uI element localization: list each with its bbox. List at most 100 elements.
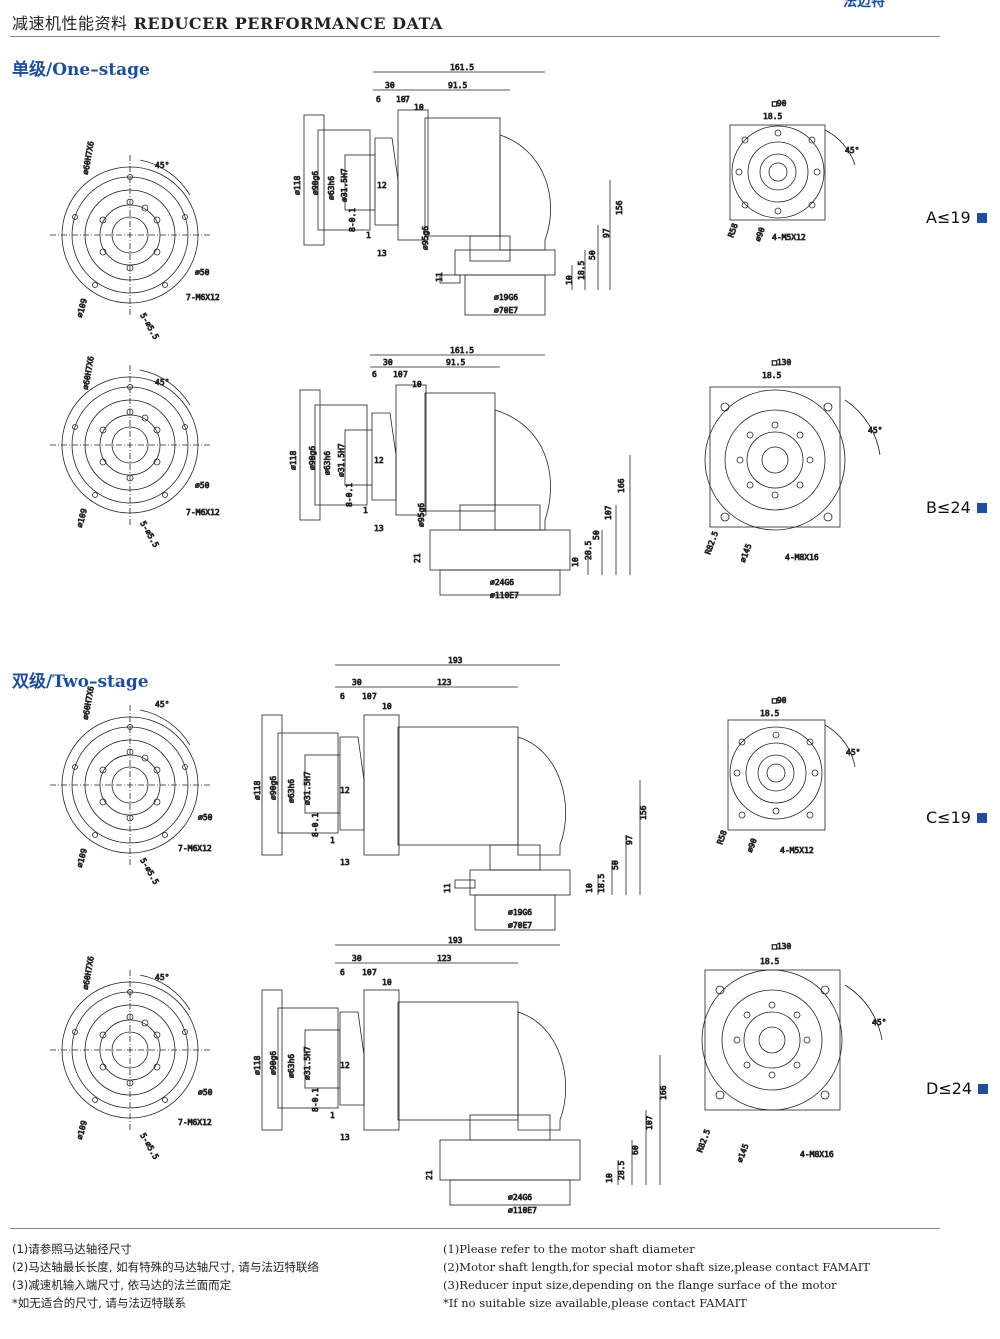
dim-angle: 45°	[155, 161, 169, 170]
model-label-a: A≤19	[926, 208, 987, 227]
dim-b: 91.5	[446, 358, 465, 367]
side-view: 193 30 123 6 10 7 10 ⌀118 ⌀90g6 ⌀63h6 ⌀3…	[253, 936, 669, 1216]
dim-b: 123	[437, 678, 452, 687]
dim-m: 13	[374, 524, 384, 533]
drawing-row-b: ⌀60H7X6 45° ⌀50 ⌀109 7-M6X12 5-⌀5.5 161.…	[50, 346, 883, 600]
dim-e: 7	[372, 968, 377, 977]
dim-t: 10	[565, 275, 574, 285]
dim-r: R58	[715, 829, 728, 846]
dim-d3: ⌀109	[75, 847, 89, 868]
dim-a: 30	[383, 358, 393, 367]
model-text: D≤24	[926, 1079, 973, 1098]
dim-h: ⌀90g6	[269, 776, 278, 800]
drawing-row-c: ⌀60H7X6 45° ⌀50 ⌀109 7-M6X12 5-⌀5.5 193 …	[50, 656, 861, 931]
dim-e: 7	[403, 370, 408, 379]
dim-b: 123	[437, 954, 452, 963]
dim-e: 7	[372, 692, 377, 701]
dim-f: 10	[382, 978, 392, 987]
dim-l: 8-0.1	[345, 483, 354, 507]
dim-o: 1	[330, 1111, 335, 1120]
dim-k: 12	[340, 786, 350, 795]
dim-thread: 4-M8X16	[800, 1150, 834, 1159]
dim-a: 30	[352, 954, 362, 963]
dim-angle: 45°	[872, 1018, 886, 1027]
header-divider	[10, 36, 940, 37]
flange-view: □130 18.5 45° R82.5 ⌀145 4-M8X16	[703, 358, 883, 564]
dim-d3: ⌀109	[75, 297, 89, 318]
model-marker	[976, 213, 987, 223]
dim-i: ⌀63h6	[327, 176, 336, 200]
dim-p: 156	[615, 200, 624, 215]
front-view: ⌀60H7X6 45° ⌀50 ⌀109 7-M6X12 5-⌀5.5	[50, 685, 213, 887]
dim-s: 18.5	[577, 261, 586, 280]
dim-s: 18.5	[760, 957, 779, 966]
brand-logo: 法迈特	[843, 0, 885, 10]
dim-angle: 45°	[846, 748, 860, 757]
dim-n: ⌀95g6	[421, 226, 430, 250]
dim-q: 97	[602, 228, 611, 238]
model-marker	[978, 1084, 989, 1094]
page-title: 减速机性能资料 REDUCER PERFORMANCE DATA	[12, 10, 443, 34]
dim-sq: □90	[772, 99, 787, 108]
dim-angle: 45°	[155, 378, 169, 387]
dim-i: ⌀63h6	[287, 1054, 296, 1078]
dim-d: 10	[396, 95, 406, 104]
dim-r: 50	[611, 860, 620, 870]
dim-d: ⌀145	[735, 1142, 750, 1163]
dim-a: 30	[385, 81, 395, 90]
dim-k: 12	[377, 181, 387, 190]
dim-d: ⌀90	[753, 226, 766, 243]
dim-holes: 5-⌀5.5	[138, 1132, 160, 1162]
dim-p: 166	[617, 478, 626, 493]
dim-c: 6	[340, 692, 345, 701]
note-item: (1)请参照马达轴径尺寸	[12, 1242, 132, 1256]
dim-o: 1	[330, 836, 335, 845]
dim-s: 28.5	[584, 541, 593, 560]
dim-s: 18.5	[597, 874, 606, 893]
section-title-one-stage: 单级/One–stage	[12, 60, 150, 80]
note-item: (1)Please refer to the motor shaft diame…	[443, 1242, 695, 1256]
dim-f: 10	[382, 702, 392, 711]
dim-s: 28.5	[617, 1161, 626, 1180]
dim-d: 10	[393, 370, 403, 379]
model-label-c: C≤19	[926, 808, 987, 827]
dim-g: ⌀118	[289, 451, 298, 470]
dim-s: 18.5	[763, 112, 782, 121]
model-text: B≤24	[926, 498, 971, 517]
front-view: ⌀60H7X6 45° ⌀50 ⌀109 7-M6X12 5-⌀5.5	[50, 955, 213, 1162]
dim-v: ⌀24G6	[490, 578, 514, 587]
front-view: ⌀60H7X6 45° ⌀50 ⌀109 7-M6X12 5-⌀5.5	[50, 140, 220, 342]
flange-view: □90 18.5 45° R58 ⌀90 4-M5X12	[726, 99, 860, 243]
dim-v: ⌀19G6	[508, 908, 532, 917]
dim-d2: ⌀50	[195, 481, 210, 490]
dim-u: 21	[425, 1170, 434, 1180]
dim-v: ⌀24G6	[508, 1193, 532, 1202]
model-text: C≤19	[926, 808, 971, 827]
dim-overall: 161.5	[450, 63, 474, 72]
dim-thread: 4-M5X12	[780, 846, 814, 855]
dim-w: ⌀110E7	[508, 1206, 537, 1215]
dim-s: 18.5	[762, 371, 781, 380]
note-item: (2)马达轴最长长度, 如有特殊的马达轴尺寸, 请与法迈特联络	[12, 1260, 319, 1274]
note-item: (3)Reducer input size,depending on the f…	[443, 1278, 837, 1292]
dim-j: ⌀31.5H7	[340, 168, 349, 202]
dim-c: 6	[340, 968, 345, 977]
dim-angle: 45°	[868, 426, 882, 435]
dim-holes: 5-⌀5.5	[138, 520, 160, 550]
note-item: (2)Motor shaft length,for special motor …	[443, 1260, 870, 1274]
dim-d2: ⌀50	[195, 268, 210, 277]
model-label-b: B≤24	[926, 498, 987, 517]
dim-v: ⌀19G6	[494, 293, 518, 302]
dim-d3: ⌀109	[75, 507, 89, 528]
dim-d1: ⌀60H7X6	[81, 355, 96, 390]
dim-r: 50	[588, 250, 597, 260]
drawing-row-d: ⌀60H7X6 45° ⌀50 ⌀109 7-M6X12 5-⌀5.5 193 …	[50, 936, 887, 1216]
dim-f: 10	[414, 103, 424, 112]
dim-t: 10	[571, 557, 580, 567]
dim-k: 12	[374, 456, 384, 465]
drawing-row-a: ⌀60H7X6 45° ⌀50 ⌀109 7-M6X12 5-⌀5.5 161.…	[50, 63, 860, 342]
model-text: A≤19	[926, 208, 971, 227]
dim-u: 21	[413, 553, 422, 563]
dim-q: 107	[645, 1115, 654, 1130]
dim-sq: □90	[772, 696, 787, 705]
